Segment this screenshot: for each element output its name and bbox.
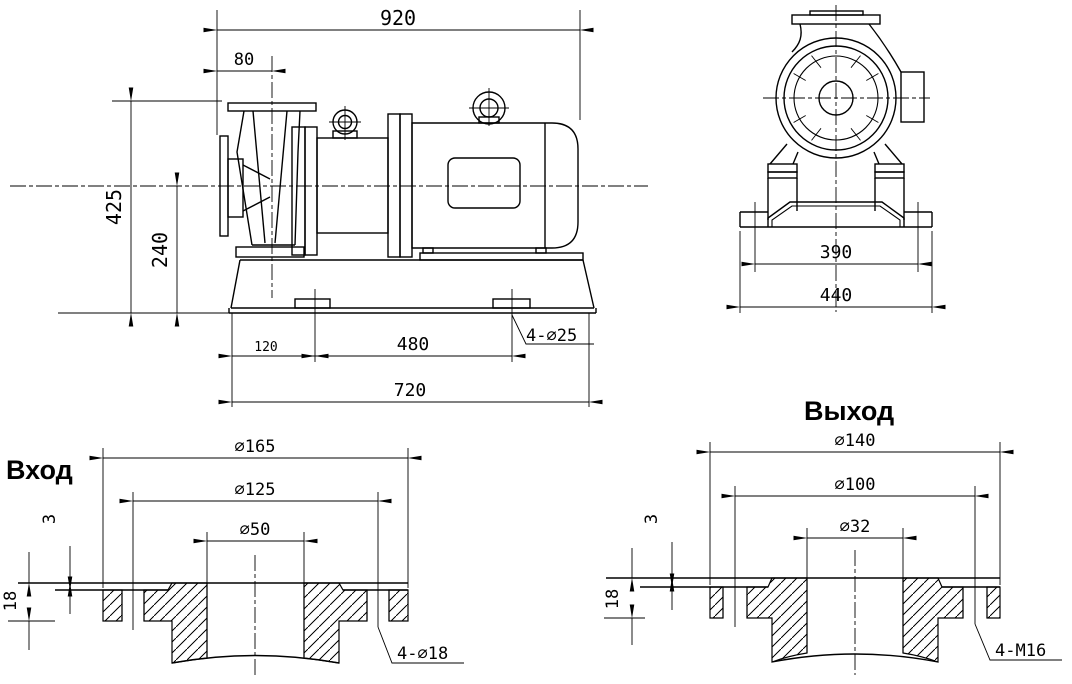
label-text-4m16: 4-M16 (995, 641, 1046, 661)
dim-text-d165: ∅165 (235, 437, 276, 457)
dim-text-d32: ∅32 (840, 517, 871, 537)
dim-text-80: 80 (234, 50, 254, 70)
pump-casing (227, 102, 318, 258)
inlet-flange-cut (8, 582, 409, 664)
baseplate (228, 259, 597, 362)
dim-text-920: 920 (380, 6, 416, 30)
dim-inlet-od: ∅165 (89, 437, 422, 588)
dim-overall-length: 920 (203, 6, 594, 135)
dim-text-outlet-18: 18 (603, 589, 623, 609)
dim-outlet-od: ∅140 (696, 431, 1014, 585)
leader-outlet-bolt-holes: 4-M16 (974, 623, 1062, 661)
casing-bolt-ticks (793, 55, 879, 141)
dim-outlet-thickness: 18 (603, 548, 635, 645)
dim-text-390: 390 (820, 242, 853, 263)
dim-outlet-raised-face: 3 (642, 514, 675, 610)
dim-text-d100: ∅100 (835, 475, 876, 495)
motor-foot (422, 247, 434, 254)
pump-side-view: 920 80 425 240 120 480 (10, 6, 648, 407)
dim-text-425: 425 (102, 189, 126, 225)
dim-outlet-bolt-circle: ∅100 (721, 475, 989, 627)
dim-text-720: 720 (394, 380, 427, 401)
dim-inlet-bolt-circle: ∅125 (119, 480, 392, 630)
pump-end-view: 390 440 (726, 5, 946, 313)
leader-base-holes: 4-∅25 (511, 314, 594, 346)
bearing-housing (316, 106, 389, 234)
dim-text-d140: ∅140 (835, 431, 876, 451)
motor-nameplate (447, 157, 521, 209)
anchor-bolt-lug (492, 298, 531, 309)
dim-inlet-thickness: 18 (1, 552, 32, 650)
motor (411, 88, 584, 261)
dim-inlet-bore: ∅50 (193, 520, 318, 657)
baseplate-section (739, 201, 933, 228)
leader-inlet-bolt-holes: 4-∅18 (377, 626, 464, 664)
casing-foot (235, 246, 305, 258)
suction-tab (900, 71, 925, 123)
dim-text-240: 240 (148, 232, 172, 268)
dim-foot-bolt-span: 390 (741, 202, 932, 272)
dim-total-height: 425 (102, 87, 222, 327)
outlet-flange-cut (604, 577, 1001, 663)
label-text-4d25: 4-∅25 (526, 326, 577, 346)
outlet-flange-section: Выход ∅140 ∅1 (603, 396, 1062, 675)
dim-text-440: 440 (820, 285, 853, 306)
inlet-title: Вход (6, 455, 73, 485)
dim-text-d50: ∅50 (240, 520, 271, 540)
volute-casing-front (775, 10, 925, 159)
dim-base-length: 720 (218, 313, 603, 407)
dim-base-width: 440 (726, 231, 946, 313)
drive-stool (387, 113, 413, 258)
dim-text-outlet-3: 3 (642, 514, 662, 524)
dim-text-inlet-18: 18 (1, 591, 21, 611)
label-text-4d18: 4-∅18 (397, 644, 448, 664)
dim-text-480: 480 (397, 334, 430, 355)
inlet-flange-section: Вход ∅165 (1, 437, 464, 678)
dim-axis-height: 240 (58, 172, 229, 327)
dim-text-inlet-3: 3 (40, 514, 60, 524)
dim-inlet-raised-face: 3 (40, 514, 73, 614)
suction-flange (219, 135, 271, 237)
dim-text-120: 120 (254, 340, 277, 355)
anchor-bolt-lug (294, 298, 331, 309)
dim-flange-to-axis: 80 (203, 50, 286, 74)
dim-outlet-bore: ∅32 (793, 517, 917, 653)
dim-text-d125: ∅125 (235, 480, 276, 500)
outlet-title: Выход (804, 396, 894, 426)
dim-foot-holes: 120 480 (218, 313, 526, 407)
